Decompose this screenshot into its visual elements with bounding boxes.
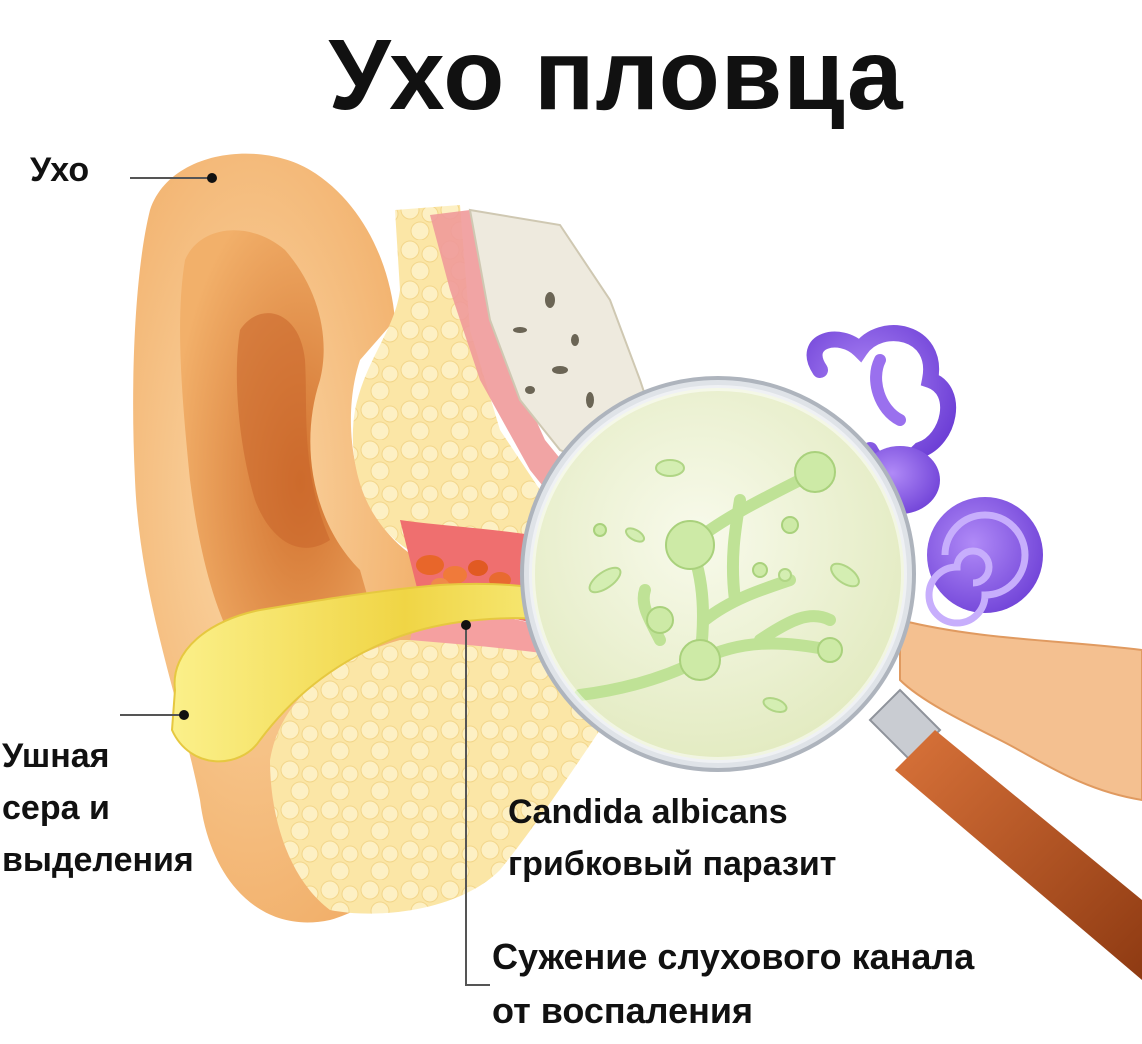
label-candida-line2: грибковый паразит xyxy=(508,845,837,883)
label-ear: Ухо xyxy=(30,151,90,189)
label-candida: Candida albicans грибковый паразит xyxy=(508,786,836,890)
label-earwax-line1: Ушная xyxy=(2,737,110,775)
magnifier-lens xyxy=(520,376,916,772)
magnifier-handle xyxy=(868,688,1142,980)
label-earwax: Ушная сера и выделения xyxy=(2,730,194,886)
label-earwax-line2: сера и xyxy=(2,789,110,827)
candida-fungus xyxy=(574,451,860,713)
label-candida-line1: Candida albicans xyxy=(508,793,788,831)
label-canal-narrowing-line1: Сужение слухового канала xyxy=(492,936,975,977)
label-canal-narrowing-line2: от воспаления xyxy=(492,990,753,1031)
middle-ear-tissue xyxy=(899,618,1142,802)
label-canal-narrowing: Сужение слухового канала от воспаления xyxy=(492,930,974,1038)
page-title: Ухо пловца xyxy=(328,19,904,131)
leader-lines xyxy=(120,173,490,986)
label-earwax-line3: выделения xyxy=(2,841,194,879)
